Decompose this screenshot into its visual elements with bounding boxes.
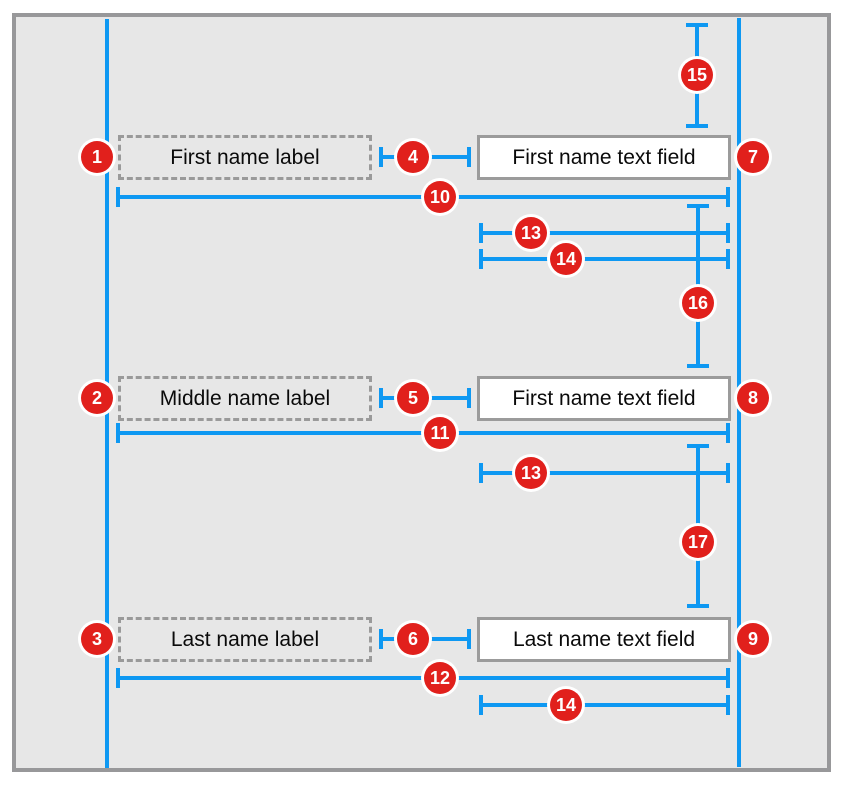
last-name-label-text: Last name label bbox=[170, 627, 320, 651]
middle-name-label-placeholder: Middle name label bbox=[118, 376, 372, 421]
constraint-badge-10: 10 bbox=[424, 181, 456, 213]
last-name-field-text: Last name text field bbox=[512, 627, 696, 651]
constraint-badge-4: 4 bbox=[397, 141, 429, 173]
constraint-line-row-width-1 bbox=[116, 187, 730, 207]
constraint-badge-11: 11 bbox=[424, 417, 456, 449]
constraint-badge-2: 2 bbox=[81, 382, 113, 414]
constraint-badge-17: 17 bbox=[682, 526, 714, 558]
constraint-badge-6: 6 bbox=[397, 623, 429, 655]
constraint-badge-8: 8 bbox=[737, 382, 769, 414]
constraint-line-field-width-13b bbox=[479, 463, 730, 483]
middle-name-text-field: First name text field bbox=[477, 376, 731, 421]
first-name-label-text: First name label bbox=[170, 145, 320, 169]
middle-name-label-text: Middle name label bbox=[159, 386, 331, 410]
constraint-badge-1: 1 bbox=[81, 141, 113, 173]
constraint-badge-15: 15 bbox=[681, 59, 713, 91]
constraint-badge-7: 7 bbox=[737, 141, 769, 173]
constraint-line-field-width-14b bbox=[479, 695, 730, 715]
constraint-badge-13a: 13 bbox=[515, 217, 547, 249]
constraint-line-vertical-spacing-16 bbox=[687, 204, 709, 368]
first-name-label-placeholder: First name label bbox=[118, 135, 372, 180]
constraint-badge-16: 16 bbox=[682, 287, 714, 319]
constraint-badge-12: 12 bbox=[424, 662, 456, 694]
last-name-text-field: Last name text field bbox=[477, 617, 731, 662]
constraint-line-row-width-3 bbox=[116, 668, 730, 688]
first-name-text-field: First name text field bbox=[477, 135, 731, 180]
constraint-badge-14a: 14 bbox=[550, 243, 582, 275]
constraint-badge-14b: 14 bbox=[550, 689, 582, 721]
constraint-line-row-width-2 bbox=[116, 423, 730, 443]
constraint-badge-3: 3 bbox=[81, 623, 113, 655]
first-name-field-text: First name text field bbox=[512, 145, 696, 169]
constraint-line-field-width-14a bbox=[479, 249, 730, 269]
constraint-badge-9: 9 bbox=[737, 623, 769, 655]
middle-name-field-text: First name text field bbox=[512, 386, 696, 410]
constraint-badge-5: 5 bbox=[397, 382, 429, 414]
constraint-badge-13b: 13 bbox=[515, 457, 547, 489]
last-name-label-placeholder: Last name label bbox=[118, 617, 372, 662]
constraint-line-field-width-13a bbox=[479, 223, 730, 243]
